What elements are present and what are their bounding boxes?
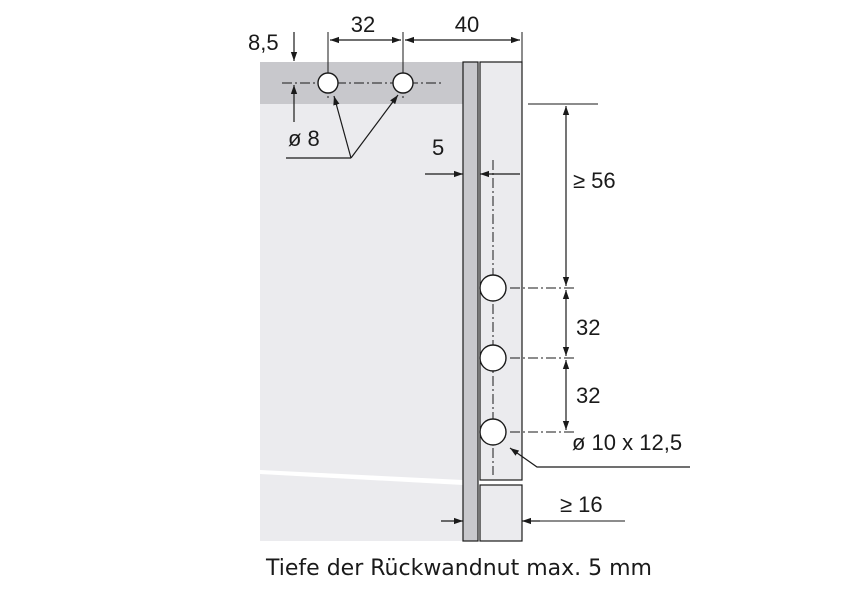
leader-top-hole-1 [333,95,352,159]
front-board [479,61,523,481]
label-top-hole-diameter: ø 8 [288,126,320,151]
top-hole-1 [317,72,339,94]
label-edge-offset: 8,5 [248,30,279,55]
label-top-panel-width: 40 [455,12,479,37]
label-min-top-distance: ≥ 56 [573,168,616,193]
leader-top-hole-2 [350,94,399,159]
back-panel-groove [462,61,479,542]
leader-side-hole [509,447,690,468]
front-board-lower [479,484,523,542]
label-groove-depth: 5 [432,135,444,160]
side-hole-2 [479,344,507,372]
diagram-caption: Tiefe der Rückwandnut max. 5 mm [265,556,652,581]
label-side-hole-spacing-1: 32 [576,315,600,340]
label-top-hole-spacing: 32 [351,12,375,37]
side-panel-lower [260,474,463,541]
side-hole-1 [479,274,507,302]
label-side-hole-size: ø 10 x 12,5 [572,430,682,455]
top-hole-2 [392,72,414,94]
side-hole-3 [479,418,507,446]
side-panel-upper [260,104,463,480]
label-min-front-distance: ≥ 16 [560,492,603,517]
label-side-hole-spacing-2: 32 [576,383,600,408]
